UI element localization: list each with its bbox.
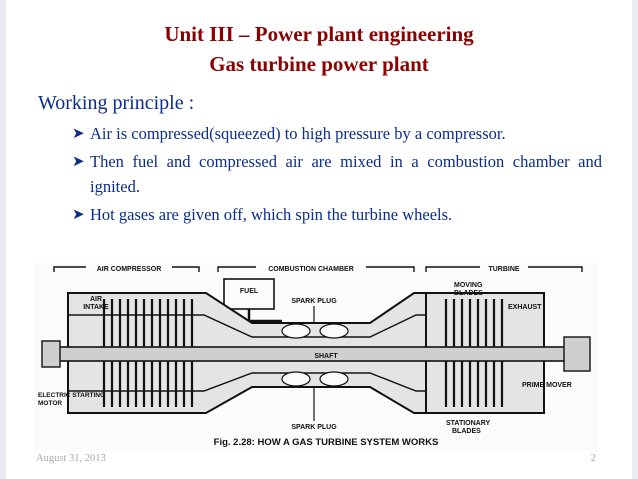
right-margin-band: [632, 0, 638, 479]
bullet-text: Hot gases are given off, which spin the …: [90, 205, 453, 224]
label-air-intake-1: AIR: [90, 296, 102, 303]
bullet-item: ➤ Air is compressed(squeezed) to high pr…: [72, 121, 602, 146]
bullet-text: Then fuel and compressed air are mixed i…: [90, 152, 602, 196]
arrowhead-bullet-icon: ➤: [72, 124, 85, 142]
slide-title: Unit III – Power plant engineering: [164, 22, 474, 46]
label-shaft: SHAFT: [314, 353, 338, 360]
label-exhaust: EXHAUST: [508, 304, 542, 311]
slide-subtitle: Gas turbine power plant: [209, 52, 429, 76]
label-motor-1: ELECTRIC STARTING: [38, 392, 105, 399]
label-stationary-blades-1: STATIONARY: [446, 420, 491, 427]
bullet-list: ➤ Air is compressed(squeezed) to high pr…: [72, 121, 602, 230]
gas-turbine-drawing: AIR COMPRESSOR COMBUSTION CHAMBER TURBIN…: [38, 263, 591, 448]
left-margin-band: [0, 0, 6, 479]
gas-turbine-diagram: AIR COMPRESSOR COMBUSTION CHAMBER TURBIN…: [34, 263, 598, 451]
bullet-text: Air is compressed(squeezed) to high pres…: [90, 124, 506, 143]
section-heading: Working principle :: [38, 92, 195, 114]
label-motor-2: MOTOR: [38, 400, 62, 407]
label-combustion-chamber: COMBUSTION CHAMBER: [268, 266, 354, 273]
label-prime-mover: PRIME MOVER: [522, 382, 572, 389]
bullet-item: ➤ Then fuel and compressed air are mixed…: [72, 149, 602, 199]
label-air-intake-2: INTAKE: [83, 304, 109, 311]
figure-caption: Fig. 2.28: HOW A GAS TURBINE SYSTEM WORK…: [214, 437, 439, 448]
footer-date: August 31, 2013: [36, 453, 106, 464]
arrowhead-bullet-icon: ➤: [72, 152, 85, 170]
page-number: 2: [590, 453, 596, 464]
label-turbine: TURBINE: [488, 266, 519, 273]
label-moving-blades-2: BLADES: [454, 290, 483, 297]
electric-starting-motor: [41, 340, 61, 368]
label-stationary-blades-2: BLADES: [452, 428, 481, 435]
label-moving-blades-1: MOVING: [454, 282, 483, 289]
prime-mover-coupling: [563, 336, 591, 372]
label-fuel: FUEL: [240, 288, 259, 295]
arrowhead-bullet-icon: ➤: [72, 205, 85, 223]
bullet-item: ➤ Hot gases are given off, which spin th…: [72, 202, 602, 227]
label-spark-plug-top: SPARK PLUG: [291, 298, 337, 305]
label-spark-plug-bottom: SPARK PLUG: [291, 424, 337, 431]
label-air-compressor: AIR COMPRESSOR: [97, 266, 162, 273]
combustion-flames: [281, 323, 349, 387]
